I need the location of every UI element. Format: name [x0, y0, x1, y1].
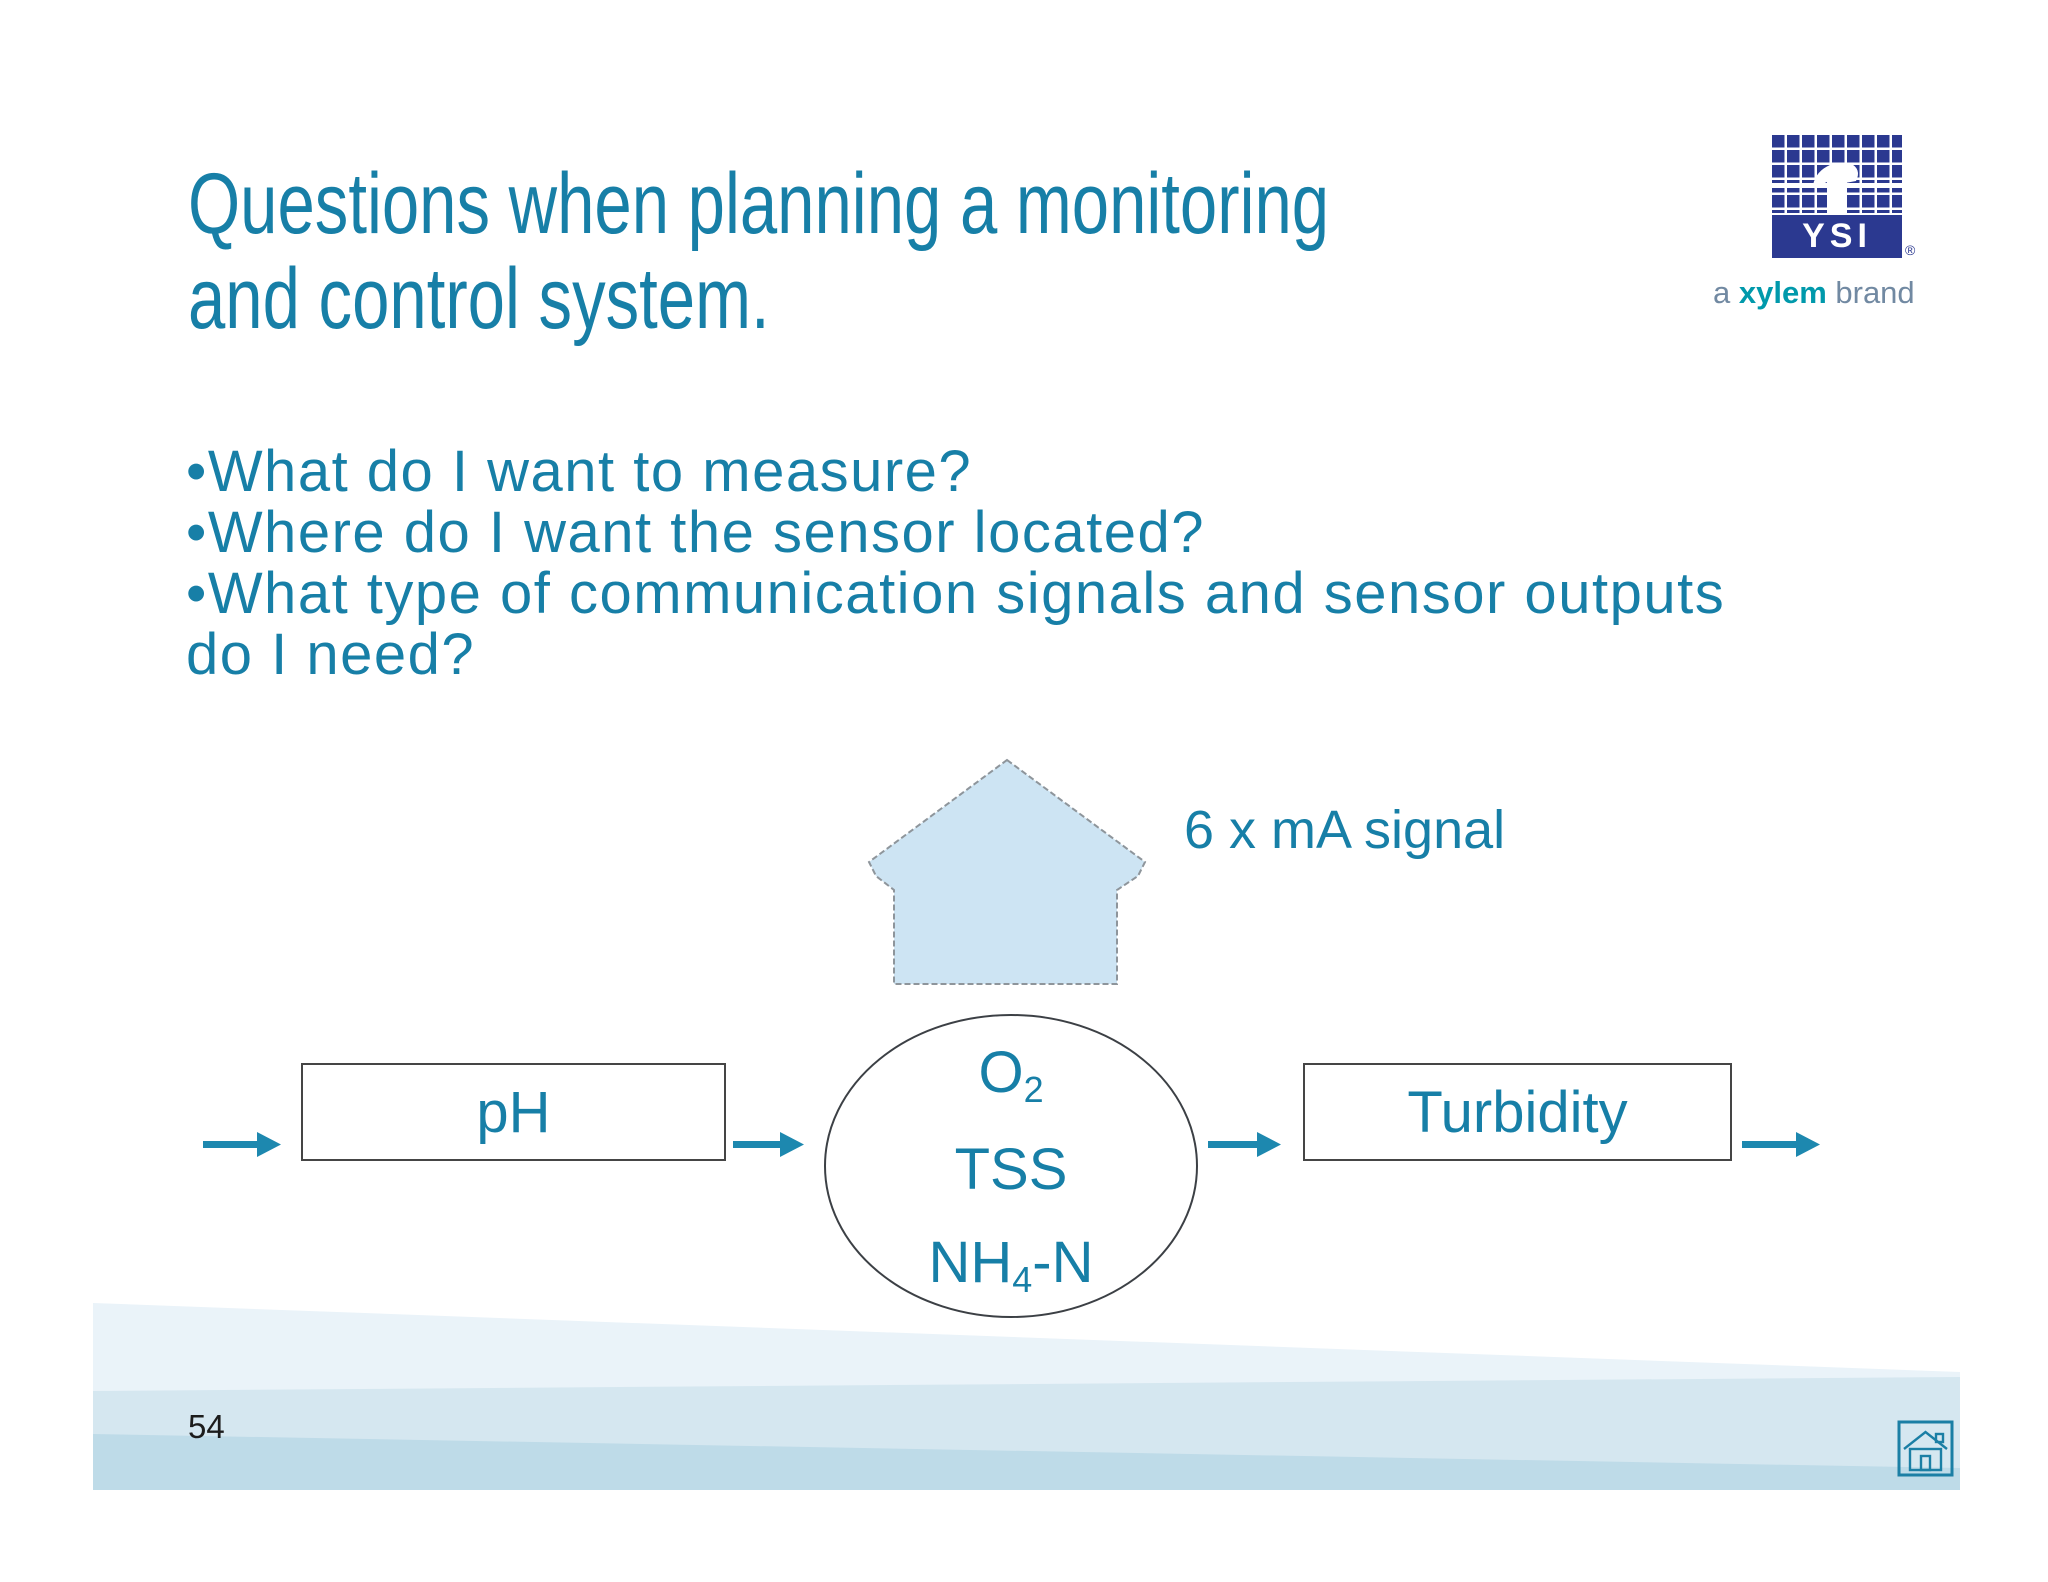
slide-title-line1: Questions when planning a monitoring — [188, 156, 1330, 252]
tss-main: TSS — [954, 1137, 1068, 1202]
nh4-tail: -N — [1032, 1230, 1094, 1295]
bullet-text: Where do I want the sensor located? — [207, 500, 1205, 565]
page-number: 54 — [188, 1408, 225, 1445]
flow-arrow-4 — [1742, 1141, 1796, 1148]
flow-arrow-2-head — [780, 1132, 804, 1157]
bullet-marker: • — [186, 500, 208, 565]
bullet-item: •What do I want to measure? — [186, 441, 1786, 502]
bullet-text: What do I want to measure? — [207, 439, 973, 504]
ma-signal-label: 6 x mA signal — [1184, 800, 1506, 860]
slide-title: Questions when planning a monitoring and… — [188, 157, 1329, 347]
nh4-sub: 4 — [1012, 1259, 1033, 1301]
flow-arrow-1-head — [257, 1132, 281, 1157]
flow-arrow-4-head — [1796, 1132, 1820, 1157]
home-icon[interactable] — [1897, 1420, 1954, 1477]
slide-title-line2: and control system. — [188, 251, 770, 347]
tagline-prefix: a — [1713, 275, 1739, 310]
basin-ellipse — [824, 1014, 1198, 1318]
turbidity-node-box: Turbidity — [1303, 1063, 1732, 1161]
flow-arrow-1 — [203, 1141, 259, 1148]
bullet-text: What type of communication signals and s… — [186, 561, 1726, 687]
ysi-wordmark: YSI — [1772, 215, 1902, 258]
o2-main: O — [978, 1040, 1024, 1105]
ysi-logo: YSI ® a xylem brand — [1713, 130, 1916, 311]
controller-house-shape — [867, 758, 1147, 985]
ellipse-label-nh4n: NH4-N — [826, 1229, 1196, 1301]
ysi-one-icon — [1813, 163, 1858, 213]
flow-arrow-2 — [733, 1141, 782, 1148]
bullet-item: •What type of communication signals and … — [186, 563, 1786, 685]
ysi-grid-mark — [1772, 135, 1902, 213]
footer-wave-decoration — [93, 1303, 1960, 1490]
ellipse-label-o2: O2 — [826, 1039, 1196, 1111]
flow-arrow-3-head — [1257, 1132, 1281, 1157]
nh4-main: NH — [928, 1230, 1013, 1295]
bullet-item: •Where do I want the sensor located? — [186, 502, 1786, 563]
xylem-tagline: a xylem brand — [1713, 275, 1915, 311]
o2-sub: 2 — [1023, 1069, 1044, 1111]
tagline-brand: xylem — [1738, 275, 1827, 310]
tagline-suffix: brand — [1826, 275, 1915, 310]
flow-arrow-3 — [1208, 1141, 1259, 1148]
turbidity-label: Turbidity — [1407, 1079, 1628, 1145]
registered-mark: ® — [1905, 242, 1916, 258]
ph-node-box: pH — [301, 1063, 726, 1161]
ph-label: pH — [476, 1079, 551, 1145]
bullet-marker: • — [186, 561, 208, 626]
bullet-list: •What do I want to measure? •Where do I … — [186, 441, 1786, 685]
ellipse-label-tss: TSS — [826, 1136, 1196, 1203]
bullet-marker: • — [186, 439, 208, 504]
